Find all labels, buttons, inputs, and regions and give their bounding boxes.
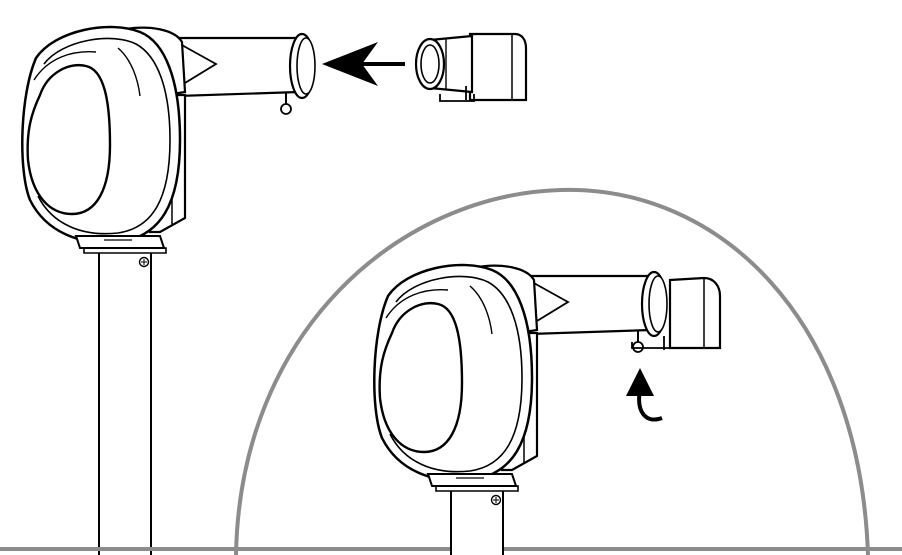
support-pole-detail	[435, 485, 519, 555]
nozzle-attachment	[414, 32, 528, 103]
dryer-arm-detail	[528, 270, 669, 354]
dryer-housing-detail	[373, 263, 539, 488]
dryer-arm	[176, 32, 317, 116]
dryer-unit-detail	[373, 263, 722, 555]
support-pole	[83, 247, 167, 555]
dryer-unit-main	[21, 25, 317, 555]
curved-up-arrow-icon	[626, 368, 663, 422]
dryer-housing	[21, 25, 187, 250]
nozzle-attached	[631, 276, 722, 350]
left-arrow-icon	[322, 42, 405, 86]
